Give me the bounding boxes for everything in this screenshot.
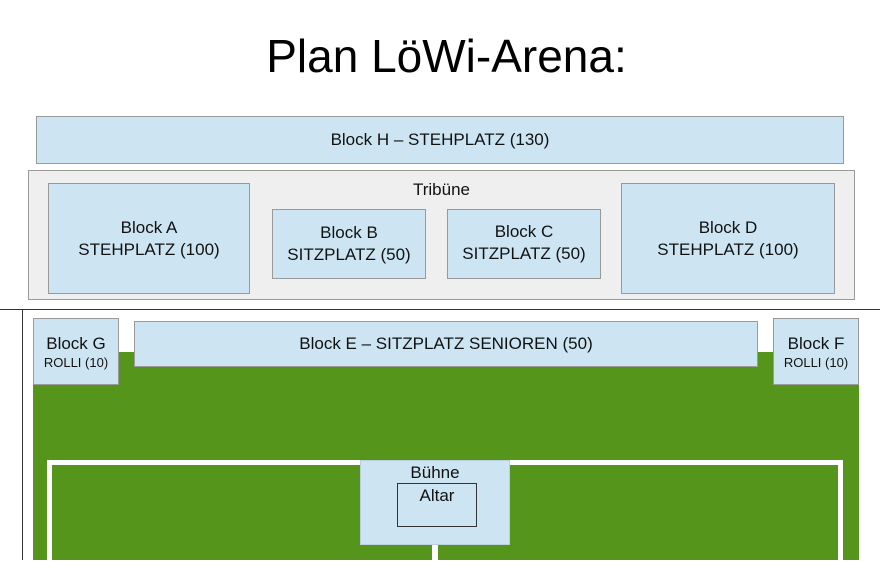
block-d-name: Block D: [698, 217, 758, 237]
block-a: Block A STEHPLATZ (100): [48, 183, 250, 294]
block-g: Block G ROLLI (10): [33, 318, 119, 385]
block-c-name: Block C: [494, 222, 554, 241]
block-h: Block H – STEHPLATZ (130): [36, 116, 844, 164]
stage: [360, 460, 510, 545]
grandstand-label: Tribüne: [412, 180, 470, 199]
block-f-name: Block F: [787, 333, 845, 353]
divider-line: [0, 309, 880, 310]
block-f: Block F ROLLI (10): [773, 318, 859, 385]
block-b-name: Block B: [320, 223, 378, 242]
block-b: Block B SITZPLATZ (50): [272, 209, 426, 279]
block-a-name: Block A: [120, 217, 178, 237]
block-d-type: STEHPLATZ (100): [657, 239, 799, 259]
block-d: Block D STEHPLATZ (100): [621, 183, 835, 294]
block-f-type: ROLLI (10): [783, 354, 849, 370]
block-h-label: Block H – STEHPLATZ (130): [330, 130, 550, 149]
stage-label: Bühne: [410, 463, 460, 482]
block-g-name: Block G: [46, 333, 106, 353]
block-c-type: SITZPLATZ (50): [462, 244, 586, 263]
left-boundary-line: [22, 309, 23, 560]
altar: Altar: [397, 483, 477, 527]
pitch-center-line: [432, 540, 438, 560]
block-e: Block E – SITZPLATZ SENIOREN (50): [134, 321, 758, 367]
block-e-label: Block E – SITZPLATZ SENIOREN (50): [299, 334, 593, 353]
page-title: Plan LöWi-Arena:: [266, 30, 627, 82]
block-c: Block C SITZPLATZ (50): [447, 209, 601, 279]
block-b-type: SITZPLATZ (50): [287, 245, 411, 264]
block-a-type: STEHPLATZ (100): [78, 239, 220, 259]
block-g-type: ROLLI (10): [43, 354, 109, 370]
